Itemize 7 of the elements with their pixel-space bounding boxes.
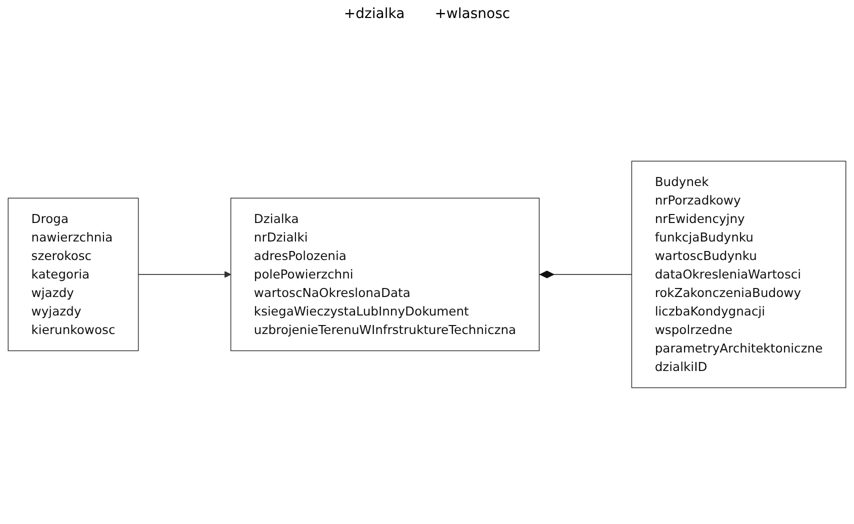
role-label: +dzialka [344,6,405,22]
node-box: Droga nawierzchnia szerokosc kategoria wjazdy wyjazdy kierunkowosc [8,197,139,351]
role-label: +wlasnosc [434,6,510,22]
node-box: Budynek nrPorzadkowy nrEwidencyjny funkcjaBudynku wartoscBudynku dataOkresleniaWartosci rokZakonczeniaBudowy liczbaKondygnacji wspolrzedne parametryArchitektoniczne dzialkiID [631,160,846,388]
connector [538,270,632,278]
arrow [138,270,232,278]
node-box: Dzialka nrDzialki adresPolozenia polePowierzchni wartoscNaOkreslonaData ksiegaWieczystaLubInnyDokument uzbrojenieTerenuWInfrstruktureTechniczna [230,197,540,351]
